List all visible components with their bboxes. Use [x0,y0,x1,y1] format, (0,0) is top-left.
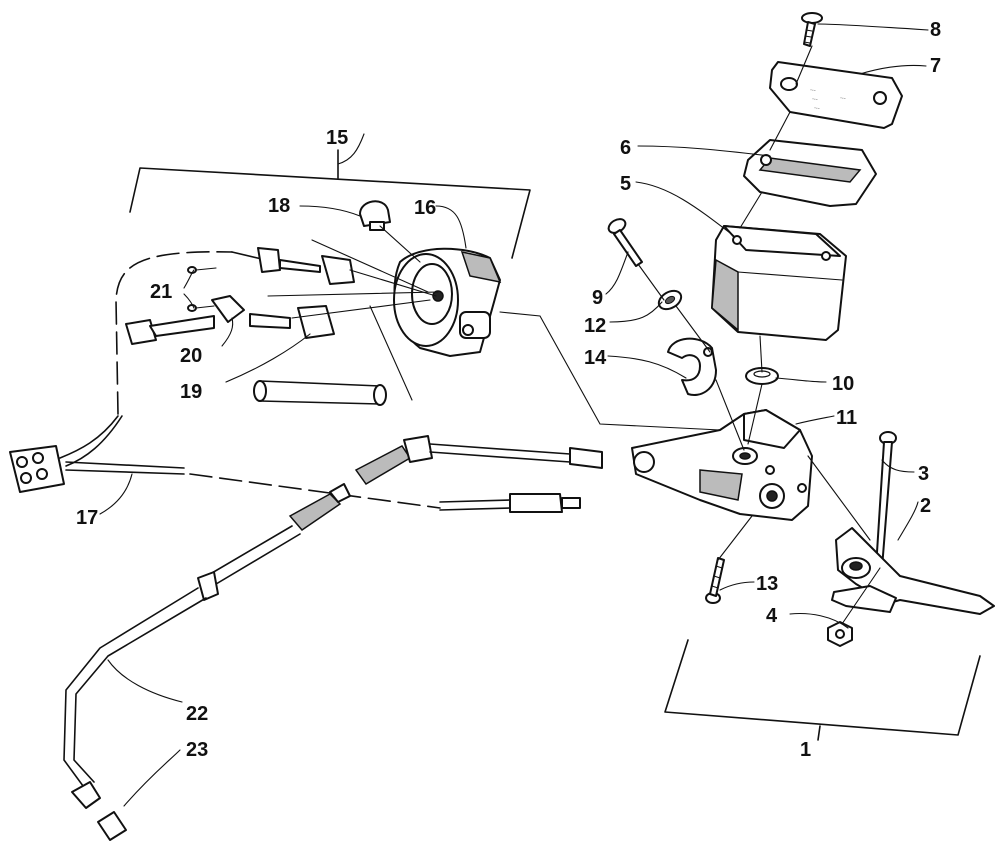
callout-19: 19 [180,381,202,403]
callout-21: 21 [150,281,172,303]
screw-8 [801,12,823,47]
callout-labels: 1 2 3 4 5 6 7 8 9 10 11 12 13 14 15 16 1… [76,19,941,761]
throttle-cable [354,435,603,485]
reservoir-cover-7: ... ... ... ... [769,61,903,129]
nameplate-line: ... [814,103,821,111]
clamp-14 [667,337,717,396]
pivot-bolt-3 [875,431,897,569]
nameplate-line: ... [840,93,847,101]
screw-13 [705,557,725,604]
bolt-9 [607,218,643,267]
callout-8: 8 [930,19,941,41]
switch-harness [125,247,387,406]
callout-12: 12 [584,315,606,337]
reservoir-5 [711,225,847,341]
group-bracket-1 [664,639,981,741]
assembly-center-lines [267,45,881,625]
group-bracket-15 [129,149,531,259]
gasket-6 [743,139,877,207]
callout-2: 2 [920,495,931,517]
callout-15: 15 [326,127,348,149]
callout-17: 17 [76,507,98,529]
leader-lines [99,23,929,807]
callout-20: 20 [180,345,202,367]
brake-lever-2 [831,527,995,615]
callout-13: 13 [756,573,778,595]
callout-23: 23 [186,739,208,761]
master-cylinder-11 [631,409,813,521]
bulb-18 [359,200,391,231]
callout-1: 1 [800,739,811,761]
callout-3: 3 [918,463,929,485]
callout-6: 6 [620,137,631,159]
throttle-housing-16 [393,247,502,357]
callout-14: 14 [584,347,607,369]
callout-22: 22 [186,703,208,725]
callout-18: 18 [268,195,290,217]
callout-11: 11 [836,407,857,429]
callout-9: 9 [592,287,603,309]
wiring-harness-17 [9,251,441,509]
nut-4 [827,621,853,647]
switch-cable [439,493,581,513]
washer-12 [657,289,683,311]
callout-4: 4 [766,605,778,627]
nameplate-line: ... [810,85,817,93]
callout-16: 16 [414,197,436,219]
callout-7: 7 [930,55,941,77]
nameplate-line: ... [812,94,819,102]
brake-hose-22 [63,483,351,841]
callout-10: 10 [832,373,854,395]
callout-5: 5 [620,173,631,195]
